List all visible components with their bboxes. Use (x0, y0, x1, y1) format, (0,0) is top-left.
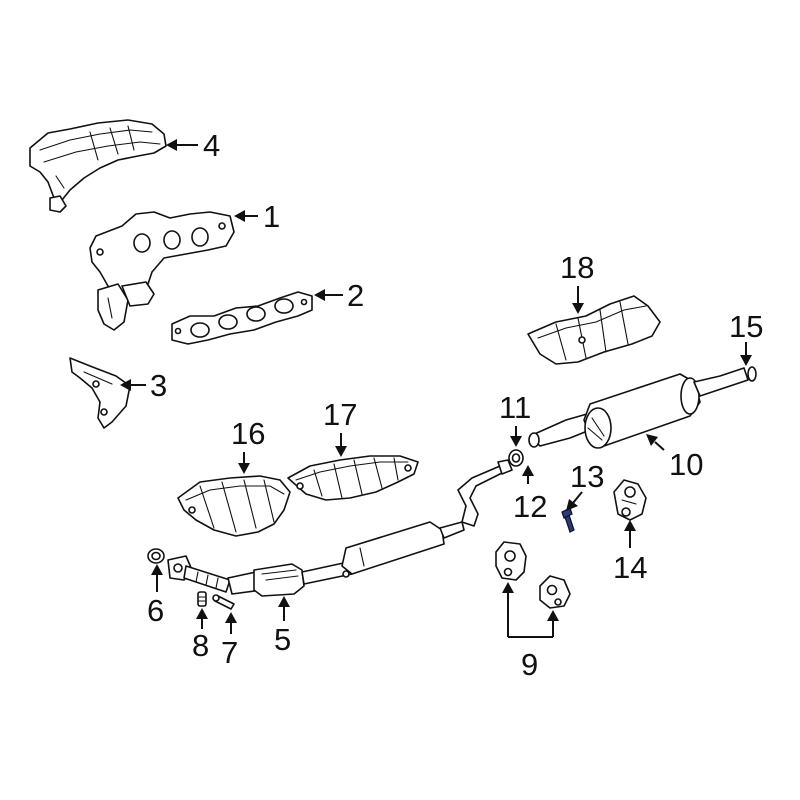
part-9-hanger-right[interactable] (539, 575, 571, 609)
callout-9: 9 (502, 582, 559, 682)
callout-label-6: 6 (147, 593, 164, 628)
part-1-exhaust-manifold[interactable] (89, 211, 235, 331)
callout-1: 1 (234, 199, 280, 234)
callout-12: 12 (513, 465, 547, 524)
callout-label-2: 2 (347, 278, 364, 313)
callout-label-5: 5 (274, 622, 291, 657)
callout-2: 2 (314, 278, 364, 313)
callout-4: 4 (166, 128, 220, 163)
callout-17: 17 (323, 397, 357, 457)
callout-11: 11 (499, 390, 531, 447)
part-9-hanger-left[interactable] (495, 541, 527, 581)
callout-label-15: 15 (729, 309, 763, 344)
callout-label-16: 16 (231, 416, 265, 451)
callout-label-7: 7 (221, 635, 238, 670)
callout-label-12: 12 (513, 489, 547, 524)
callout-7: 7 (221, 612, 238, 670)
callout-label-1: 1 (263, 199, 280, 234)
part-4-manifold-heat-shield[interactable] (29, 119, 167, 213)
callout-label-18: 18 (560, 250, 594, 285)
callout-10: 10 (646, 434, 703, 482)
callout-18: 18 (560, 250, 594, 314)
part-18-rear-heat-shield[interactable] (527, 295, 661, 365)
part-7-bolt[interactable] (212, 594, 235, 610)
part-8-stud[interactable] (197, 591, 207, 607)
part-14-hanger[interactable] (613, 479, 647, 521)
callout-label-10: 10 (669, 447, 703, 482)
part-11-12-gasket[interactable] (508, 449, 524, 467)
part-17-center-heat-shield[interactable] (287, 455, 419, 501)
part-10-muffler[interactable] (528, 366, 757, 449)
callout-8: 8 (192, 608, 209, 663)
callout-15: 15 (729, 309, 763, 366)
callout-label-3: 3 (150, 368, 167, 403)
callout-3: 3 (120, 368, 167, 403)
part-3-manifold-bracket[interactable] (69, 357, 131, 429)
part-13-bolt[interactable] (561, 507, 575, 533)
callout-14: 14 (613, 520, 647, 585)
callout-label-11: 11 (499, 390, 531, 425)
callout-label-9: 9 (521, 647, 538, 682)
callout-6: 6 (147, 564, 164, 628)
part-2-manifold-gasket[interactable] (171, 291, 313, 345)
callout-13: 13 (566, 459, 604, 511)
callout-5: 5 (274, 596, 291, 657)
center-pipe-resonator[interactable] (341, 459, 513, 575)
callout-label-8: 8 (192, 628, 209, 663)
part-5-front-pipe-converter[interactable] (167, 555, 353, 597)
callout-label-14: 14 (613, 550, 647, 585)
part-16-front-heat-shield[interactable] (177, 475, 291, 537)
callout-label-13: 13 (570, 459, 604, 494)
callout-label-17: 17 (323, 397, 357, 432)
callout-label-4: 4 (203, 128, 220, 163)
callout-16: 16 (231, 416, 265, 474)
part-6-gasket[interactable] (147, 548, 165, 564)
